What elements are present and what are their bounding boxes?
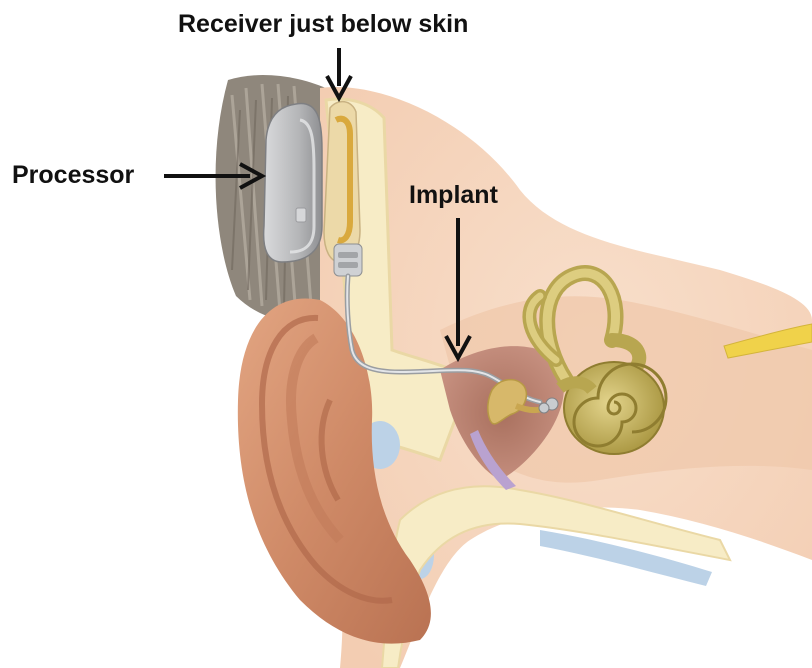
processor-label: Processor bbox=[12, 163, 134, 188]
processor-arrow bbox=[164, 164, 262, 188]
processor-device bbox=[264, 103, 322, 262]
receiver-label: Receiver just below skin bbox=[178, 12, 468, 37]
receiver-implant bbox=[324, 102, 362, 276]
implant-label: Implant bbox=[409, 183, 498, 208]
